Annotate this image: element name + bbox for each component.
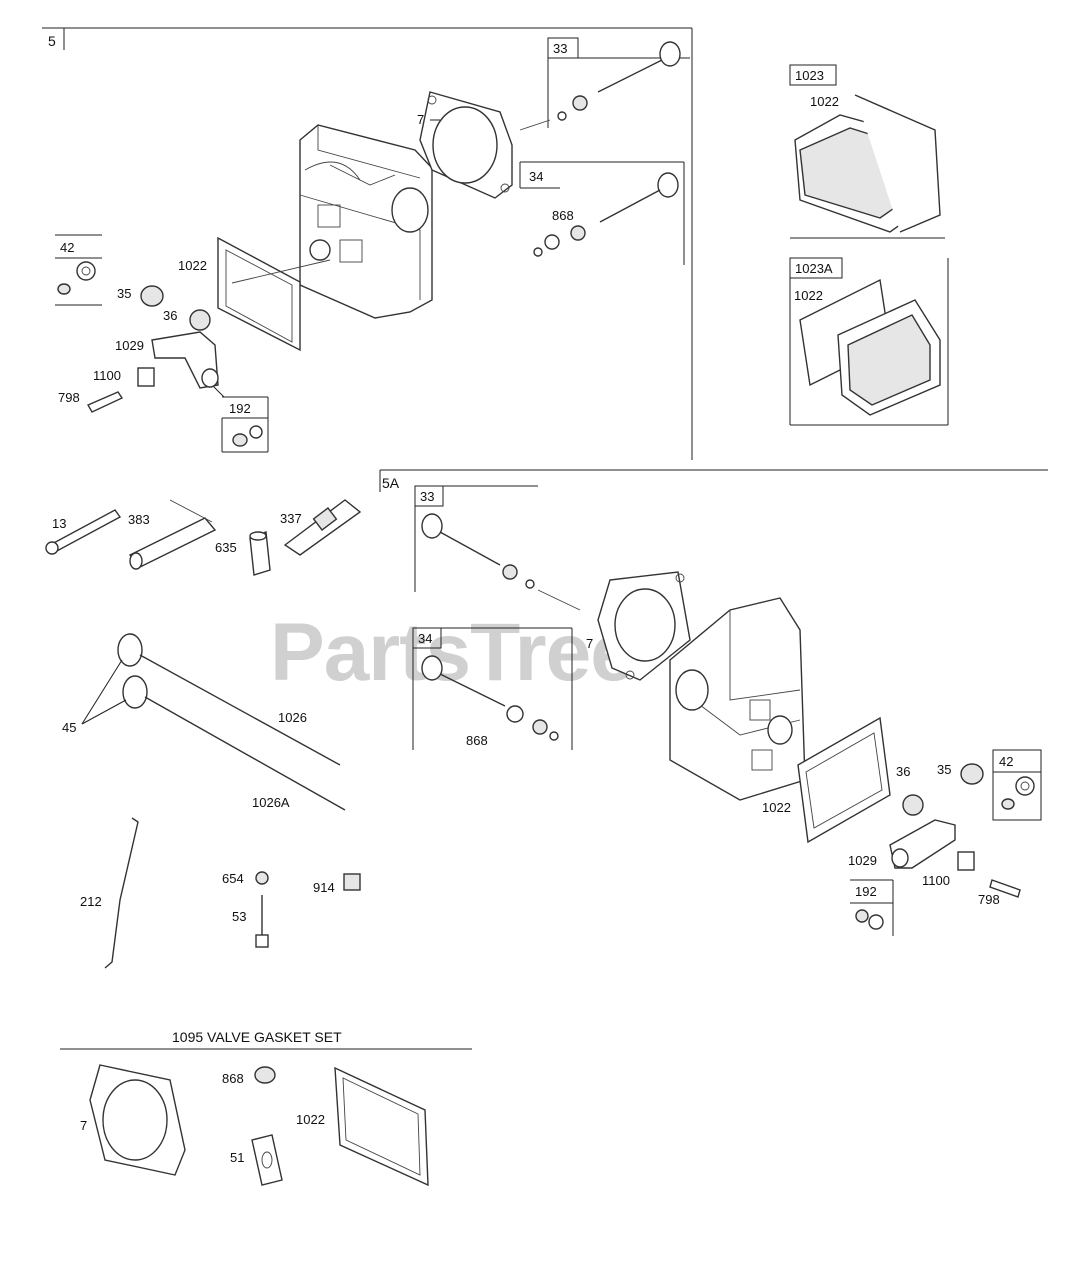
label-45: 45 <box>62 720 76 735</box>
rocker-parts-left: 35 36 1029 1100 798 <box>58 285 219 413</box>
label-13: 13 <box>52 516 66 531</box>
label-7-bottom: 7 <box>586 636 593 651</box>
label-212: 212 <box>80 894 102 909</box>
callout-1023a: 1023A <box>795 261 833 276</box>
label-1022-cover-a: 1022 <box>810 94 839 109</box>
label-1022-left: 1022 <box>178 258 207 273</box>
label-35-right: 35 <box>937 762 951 777</box>
label-1022-bottom: 1022 <box>762 800 791 815</box>
part-212-link: 212 <box>80 817 139 969</box>
section-5a-frame: 5A <box>379 469 1048 492</box>
label-1100-left: 1100 <box>93 368 121 383</box>
callout-box-42-right: 42 <box>992 749 1042 821</box>
section-5-label: 5 <box>48 33 56 49</box>
label-798-right: 798 <box>978 892 1000 907</box>
label-51: 51 <box>230 1150 244 1165</box>
rocker-parts-right: 36 35 1029 1100 798 <box>848 762 1021 907</box>
label-36-left: 36 <box>163 308 177 323</box>
kit-title: 1095 VALVE GASKET SET <box>172 1029 342 1045</box>
callout-box-192-left: 192 <box>209 382 269 453</box>
section-5a-label: 5A <box>382 475 400 491</box>
watermark-text: PartsTree <box>270 607 635 698</box>
valve-33-top <box>519 41 681 131</box>
label-868-bottom: 868 <box>466 733 488 748</box>
callout-box-192-right: 192 <box>850 879 894 936</box>
section-5-frame: 5 <box>42 27 693 460</box>
callout-42-left: 42 <box>60 240 74 255</box>
part-654-53-914: 654 53 914 <box>222 871 361 948</box>
callout-box-33-top: 33 <box>547 37 690 128</box>
part-13-bolt: 13 <box>45 509 122 555</box>
head-gasket-7: 7 <box>417 91 513 199</box>
callout-192-right: 192 <box>855 884 877 899</box>
label-1022-kit: 1022 <box>296 1112 325 1127</box>
callout-192-left: 192 <box>229 401 251 416</box>
label-1026a: 1026A <box>252 795 290 810</box>
label-383: 383 <box>128 512 150 527</box>
callout-box-1023: 1023 1022 <box>789 64 945 239</box>
label-337: 337 <box>280 511 302 526</box>
valve-34-top: 868 <box>533 172 679 257</box>
part-383-shaft: 383 <box>128 499 217 570</box>
label-53: 53 <box>232 909 246 924</box>
label-635: 635 <box>215 540 237 555</box>
label-7-top: 7 <box>417 112 424 127</box>
callout-34-bottom: 34 <box>418 631 432 646</box>
label-1022-cover-b: 1022 <box>794 288 823 303</box>
head-gasket-7-bottom: 7 <box>586 571 691 681</box>
callout-box-42-left: 42 <box>55 234 102 306</box>
label-35-left: 35 <box>117 286 131 301</box>
callout-box-1023a: 1023A 1022 <box>789 257 949 426</box>
label-868-kit: 868 <box>222 1071 244 1086</box>
callout-33-top: 33 <box>553 41 567 56</box>
label-1026: 1026 <box>278 710 307 725</box>
cylinder-head-illustration <box>299 124 433 319</box>
callout-1023: 1023 <box>795 68 824 83</box>
label-914: 914 <box>313 880 335 895</box>
label-1029-right: 1029 <box>848 853 877 868</box>
kit-1095-valve-gasket-set: 1095 VALVE GASKET SET 7 868 51 1022 <box>60 1029 472 1187</box>
callout-box-33-bottom: 33 <box>414 485 581 611</box>
label-7-kit: 7 <box>80 1118 87 1133</box>
callout-34-top: 34 <box>529 169 543 184</box>
callout-42-right: 42 <box>999 754 1013 769</box>
label-36-right: 36 <box>896 764 910 779</box>
part-635-fitting: 635 <box>215 531 271 576</box>
label-1100-right: 1100 <box>922 873 950 888</box>
label-868-top: 868 <box>552 208 574 223</box>
cylinder-head-illustration-bottom <box>669 597 806 801</box>
rocker-gasket-1022: 1022 <box>178 236 331 352</box>
label-798-left: 798 <box>58 390 80 405</box>
part-337-spark-plug: 337 <box>280 499 362 556</box>
label-1029-left: 1029 <box>115 338 144 353</box>
callout-33-bottom: 33 <box>420 489 434 504</box>
rocker-gasket-1022-bottom: 1022 <box>762 716 891 844</box>
callout-box-34-top: 34 <box>519 161 685 265</box>
label-654: 654 <box>222 871 244 886</box>
callout-box-34-bottom: 34 868 <box>412 627 573 750</box>
part-45-valves: 45 1026 1026A <box>62 633 346 811</box>
